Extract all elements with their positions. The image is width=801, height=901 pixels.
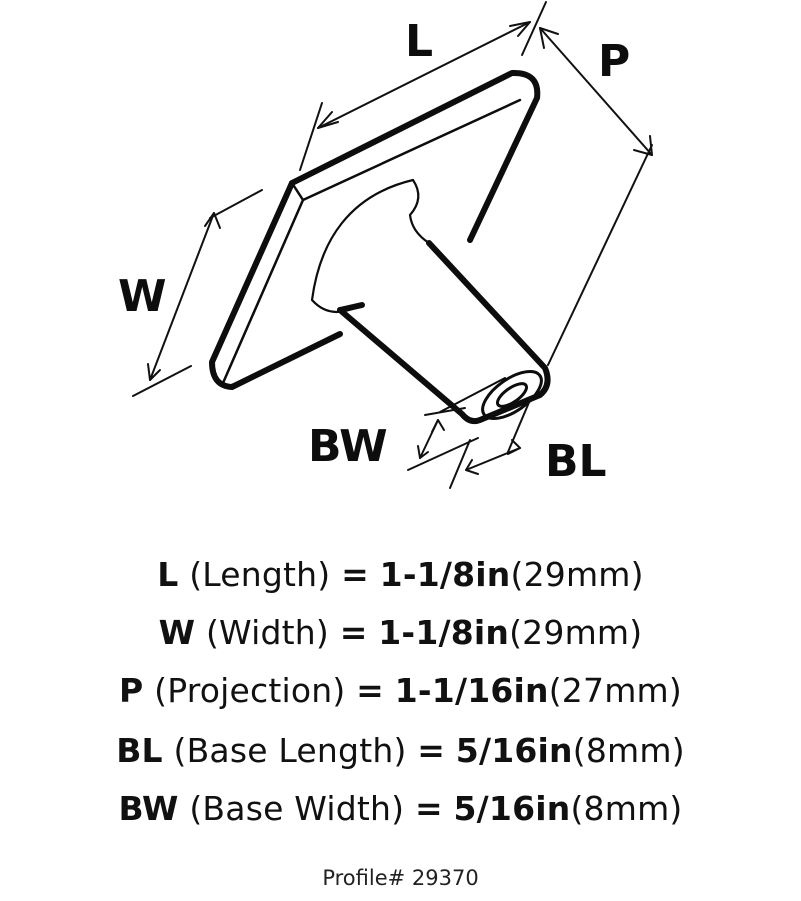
spec-projection: P (Projection) = 1-1/16in(27mm): [0, 674, 801, 707]
spec-metric: (29mm): [510, 555, 644, 594]
spec-metric: (8mm): [570, 789, 683, 828]
spec-imperial: 1-1/8in: [378, 613, 510, 652]
spec-metric: (8mm): [572, 731, 685, 770]
spec-base-length: BL (Base Length) = 5/16in(8mm): [0, 734, 801, 767]
spec-imperial: 5/16in: [455, 731, 573, 770]
plate-outline: [289, 69, 541, 243]
label-W: W: [118, 271, 167, 322]
knob-line-drawing: [132, 1, 653, 489]
label-P: P: [598, 36, 631, 87]
spec-metric: (29mm): [509, 613, 643, 652]
spec-equals: =: [341, 555, 369, 594]
spec-desc: (Width): [205, 613, 329, 652]
spec-equals: =: [417, 731, 446, 770]
label-BW: BW: [308, 421, 388, 472]
dimension-line-L: [317, 21, 531, 129]
spec-abbr: BL: [116, 731, 163, 770]
dimension-line-P: [539, 27, 653, 156]
spec-imperial: 5/16in: [453, 789, 571, 828]
spec-metric: (27mm): [548, 671, 682, 710]
spec-width: W (Width) = 1-1/8in(29mm): [0, 616, 801, 649]
spec-imperial: 1-1/16in: [394, 671, 549, 710]
spec-desc: (Base Width): [189, 789, 405, 828]
spec-desc: (Projection): [154, 671, 346, 710]
spec-abbr: P: [119, 671, 144, 710]
spec-base-width: BW (Base Width) = 5/16in(8mm): [0, 792, 801, 825]
spec-length: L (Length) = 1-1/8in(29mm): [0, 558, 801, 591]
spec-abbr: L: [157, 555, 179, 594]
profile-number: Profile# 29370: [322, 866, 479, 890]
spec-equals: =: [356, 671, 385, 710]
spec-desc: (Base Length): [173, 731, 407, 770]
spec-equals: =: [339, 613, 368, 652]
spec-abbr: BW: [118, 789, 179, 828]
label-BL: BL: [545, 436, 607, 487]
spec-imperial: 1-1/8in: [379, 555, 511, 594]
spec-desc: (Length): [189, 555, 331, 594]
spec-abbr: W: [158, 613, 196, 652]
dimension-line-W: [149, 212, 215, 381]
spec-equals: =: [414, 789, 443, 828]
label-L: L: [405, 16, 434, 67]
